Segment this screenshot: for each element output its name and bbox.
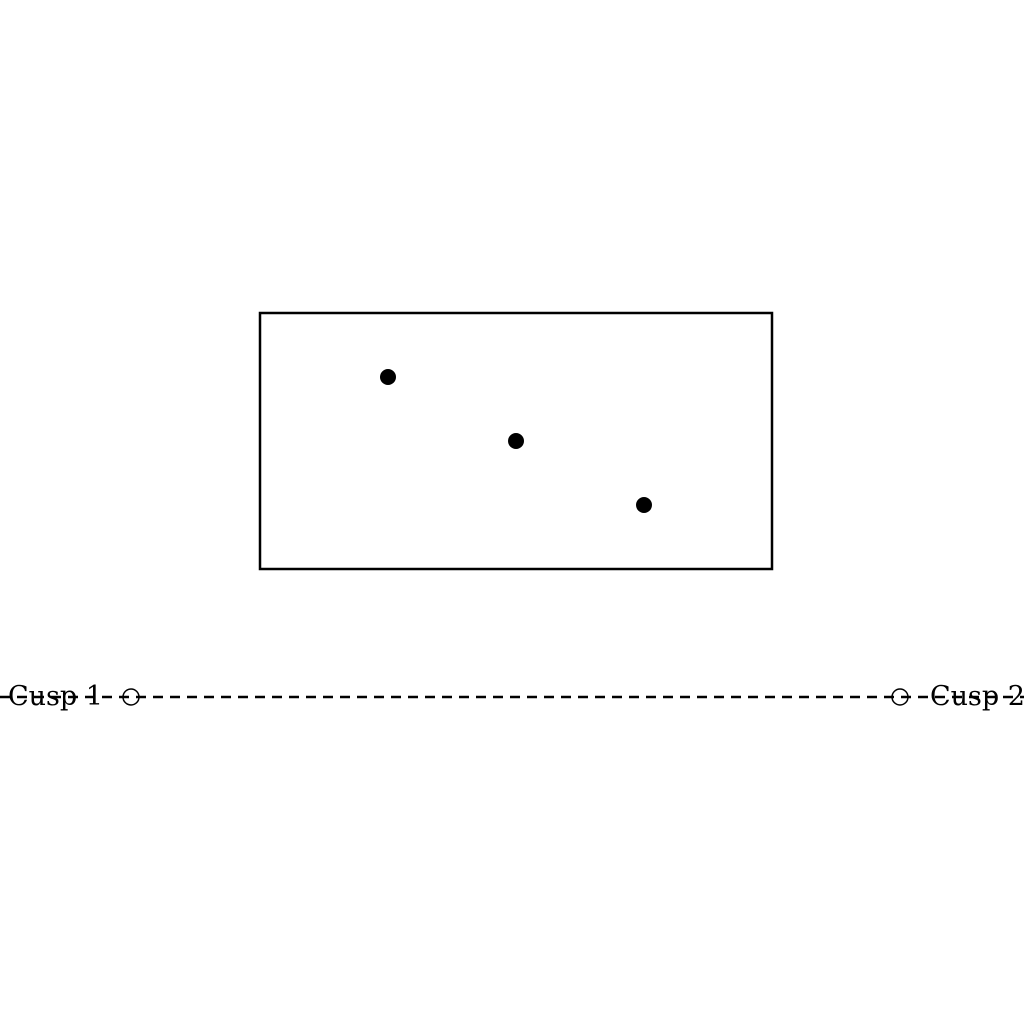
dot-2: [508, 433, 524, 449]
dot-1: [380, 369, 396, 385]
cusp-1-marker: [122, 688, 140, 706]
cusp-2-marker: [891, 688, 909, 706]
dot-3: [636, 497, 652, 513]
frame-rectangle: [258, 311, 774, 571]
